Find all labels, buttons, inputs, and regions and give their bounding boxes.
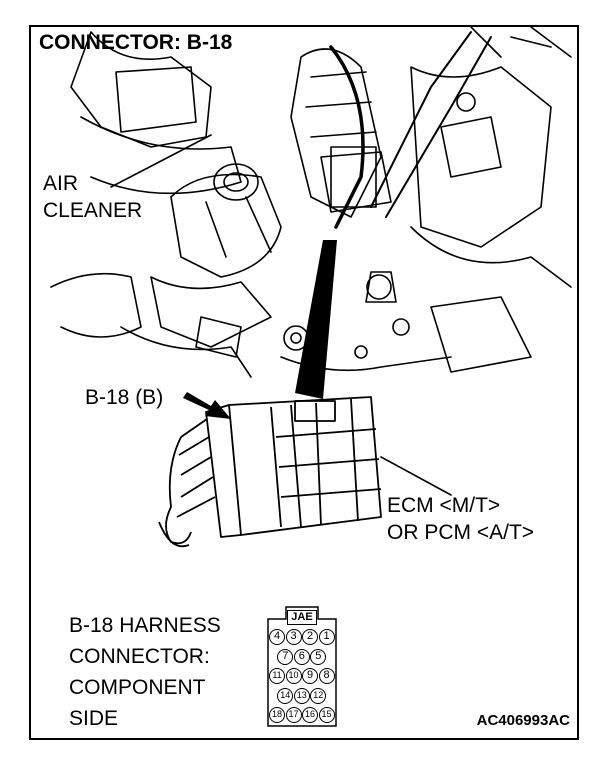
connector-outline (267, 606, 337, 727)
connector-callout-label: B-18 (B) (85, 386, 164, 409)
harness-label-line: COMPONENT (69, 676, 206, 699)
connector-pin: 3 (285, 629, 302, 645)
harness-label-line: SIDE (69, 707, 119, 730)
air-cleaner-label: AIR CLEANER (43, 170, 142, 224)
ecm-label: ECM <M/T> OR PCM <A/T> (387, 492, 534, 546)
figure-code: AC406993AC (476, 712, 570, 729)
connector-pin: 12 (310, 687, 327, 704)
ecm-label-line: ECM <M/T> (387, 494, 501, 517)
connector-pin: 5 (310, 648, 327, 665)
connector-pin: 8 (318, 668, 335, 684)
connector-pin: 15 (318, 707, 335, 723)
connector-pin: 4 (269, 629, 285, 645)
harness-label-line: CONNECTOR: (69, 645, 210, 668)
connector-pin: 17 (285, 707, 302, 723)
air-cleaner-label-line: AIR (43, 172, 79, 195)
air-cleaner-label-line: CLEANER (43, 199, 143, 222)
engine-bay-illustration (50, 27, 572, 548)
harness-label-line: B-18 HARNESS (69, 614, 221, 637)
harness-label: B-18 HARNESS CONNECTOR: COMPONENT SIDE (69, 610, 221, 734)
connector-pin: 9 (302, 668, 318, 684)
connector-pin: 16 (302, 707, 318, 723)
connector-maker-badge: JAE (287, 610, 317, 625)
connector-pin: 7 (277, 648, 294, 665)
connector-pin: 18 (269, 707, 285, 723)
connector-pin: 13 (293, 687, 310, 704)
diagram-frame: CONNECTOR: B-18 AIR CLEANER B-18 (B) ECM… (29, 25, 579, 740)
connector-pin: 14 (277, 687, 294, 704)
connector-pin: 11 (269, 668, 285, 684)
connector-pin: 1 (318, 629, 335, 645)
ecm-label-line: OR PCM <A/T> (387, 521, 535, 544)
page-title: CONNECTOR: B-18 (39, 31, 233, 54)
connector-pin: 10 (285, 668, 302, 684)
connector-pin: 6 (293, 648, 310, 665)
connector-pin: 2 (302, 629, 318, 645)
